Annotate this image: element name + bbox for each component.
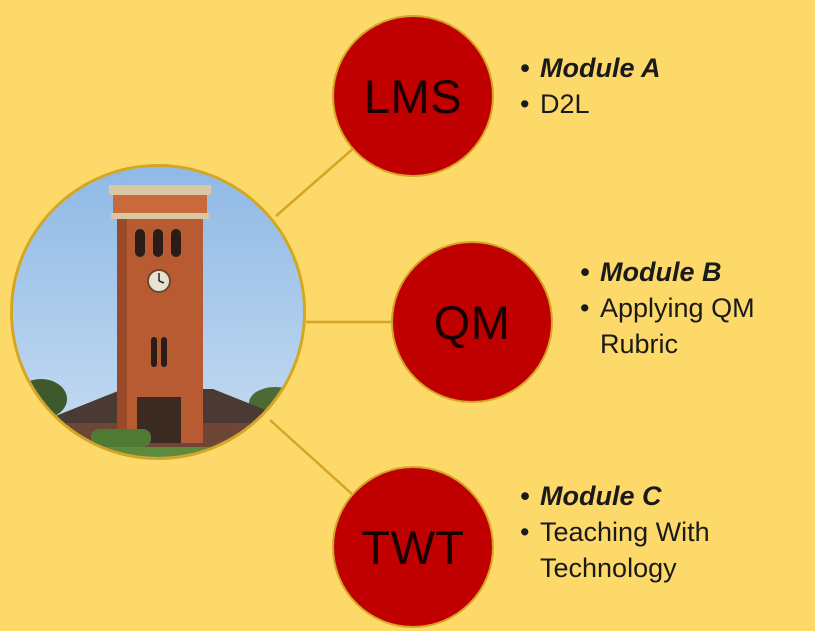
clock-tower-photo <box>10 164 306 460</box>
connector-twt <box>269 419 353 495</box>
node-lms: LMS <box>332 15 494 177</box>
node-qm-label: QM <box>433 295 511 349</box>
twt-bullet-list: Module C Teaching With Technology <box>520 478 810 586</box>
clock-tower-illustration <box>13 167 303 457</box>
connector-lms <box>275 146 356 217</box>
qm-module: Module B <box>580 254 815 290</box>
node-twt-label: TWT <box>361 520 465 574</box>
node-twt: TWT <box>332 466 494 628</box>
lms-detail: D2L <box>520 86 661 122</box>
lms-bullet-list: Module A D2L <box>520 50 661 122</box>
node-qm: QM <box>391 241 553 403</box>
qm-detail: Applying QM Rubric <box>580 290 815 362</box>
twt-module: Module C <box>520 478 810 514</box>
twt-detail: Teaching With Technology <box>520 514 810 586</box>
qm-bullet-list: Module B Applying QM Rubric <box>580 254 815 362</box>
node-lms-label: LMS <box>363 69 463 123</box>
lms-module: Module A <box>520 50 661 86</box>
